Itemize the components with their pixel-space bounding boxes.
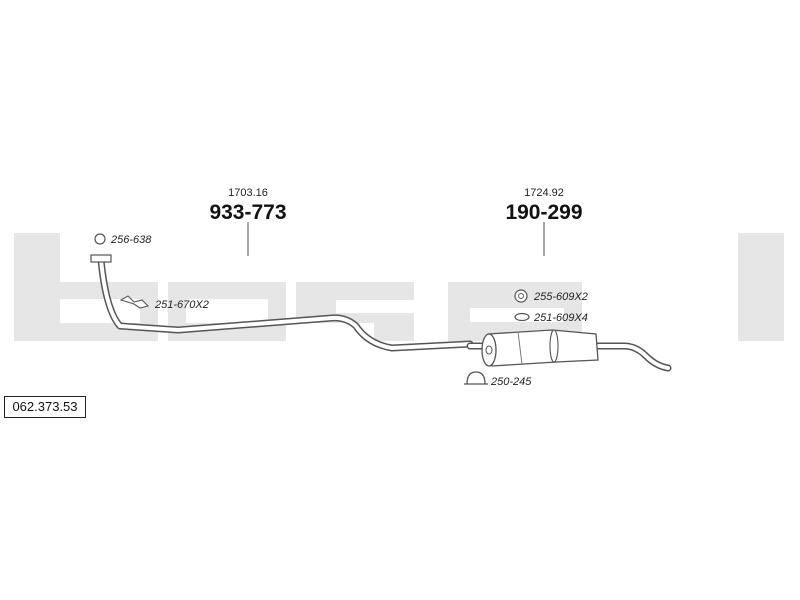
ref-price: 1703.16	[228, 187, 268, 199]
reference-number: 062.373.53	[4, 396, 86, 418]
fitting-label: 255-609X2	[533, 291, 588, 303]
u-clamp-icon	[464, 371, 488, 385]
rubber-strap-icon	[514, 312, 530, 322]
part-number: 190-299	[505, 201, 582, 224]
fitting-label: 251-609X4	[533, 312, 588, 324]
ring-clamp-icon	[94, 233, 106, 245]
fitting-label: 251-670X2	[154, 299, 209, 311]
hanger-bracket-icon	[119, 295, 150, 309]
rubber-mount-icon	[514, 289, 528, 303]
ref-price: 1724.92	[524, 187, 564, 199]
part-number: 933-773	[209, 201, 286, 224]
fitting-label: 256-638	[110, 234, 152, 246]
rear-silencer	[466, 329, 672, 372]
front-pipe	[90, 254, 474, 352]
fitting-label: 250-245	[490, 376, 532, 388]
